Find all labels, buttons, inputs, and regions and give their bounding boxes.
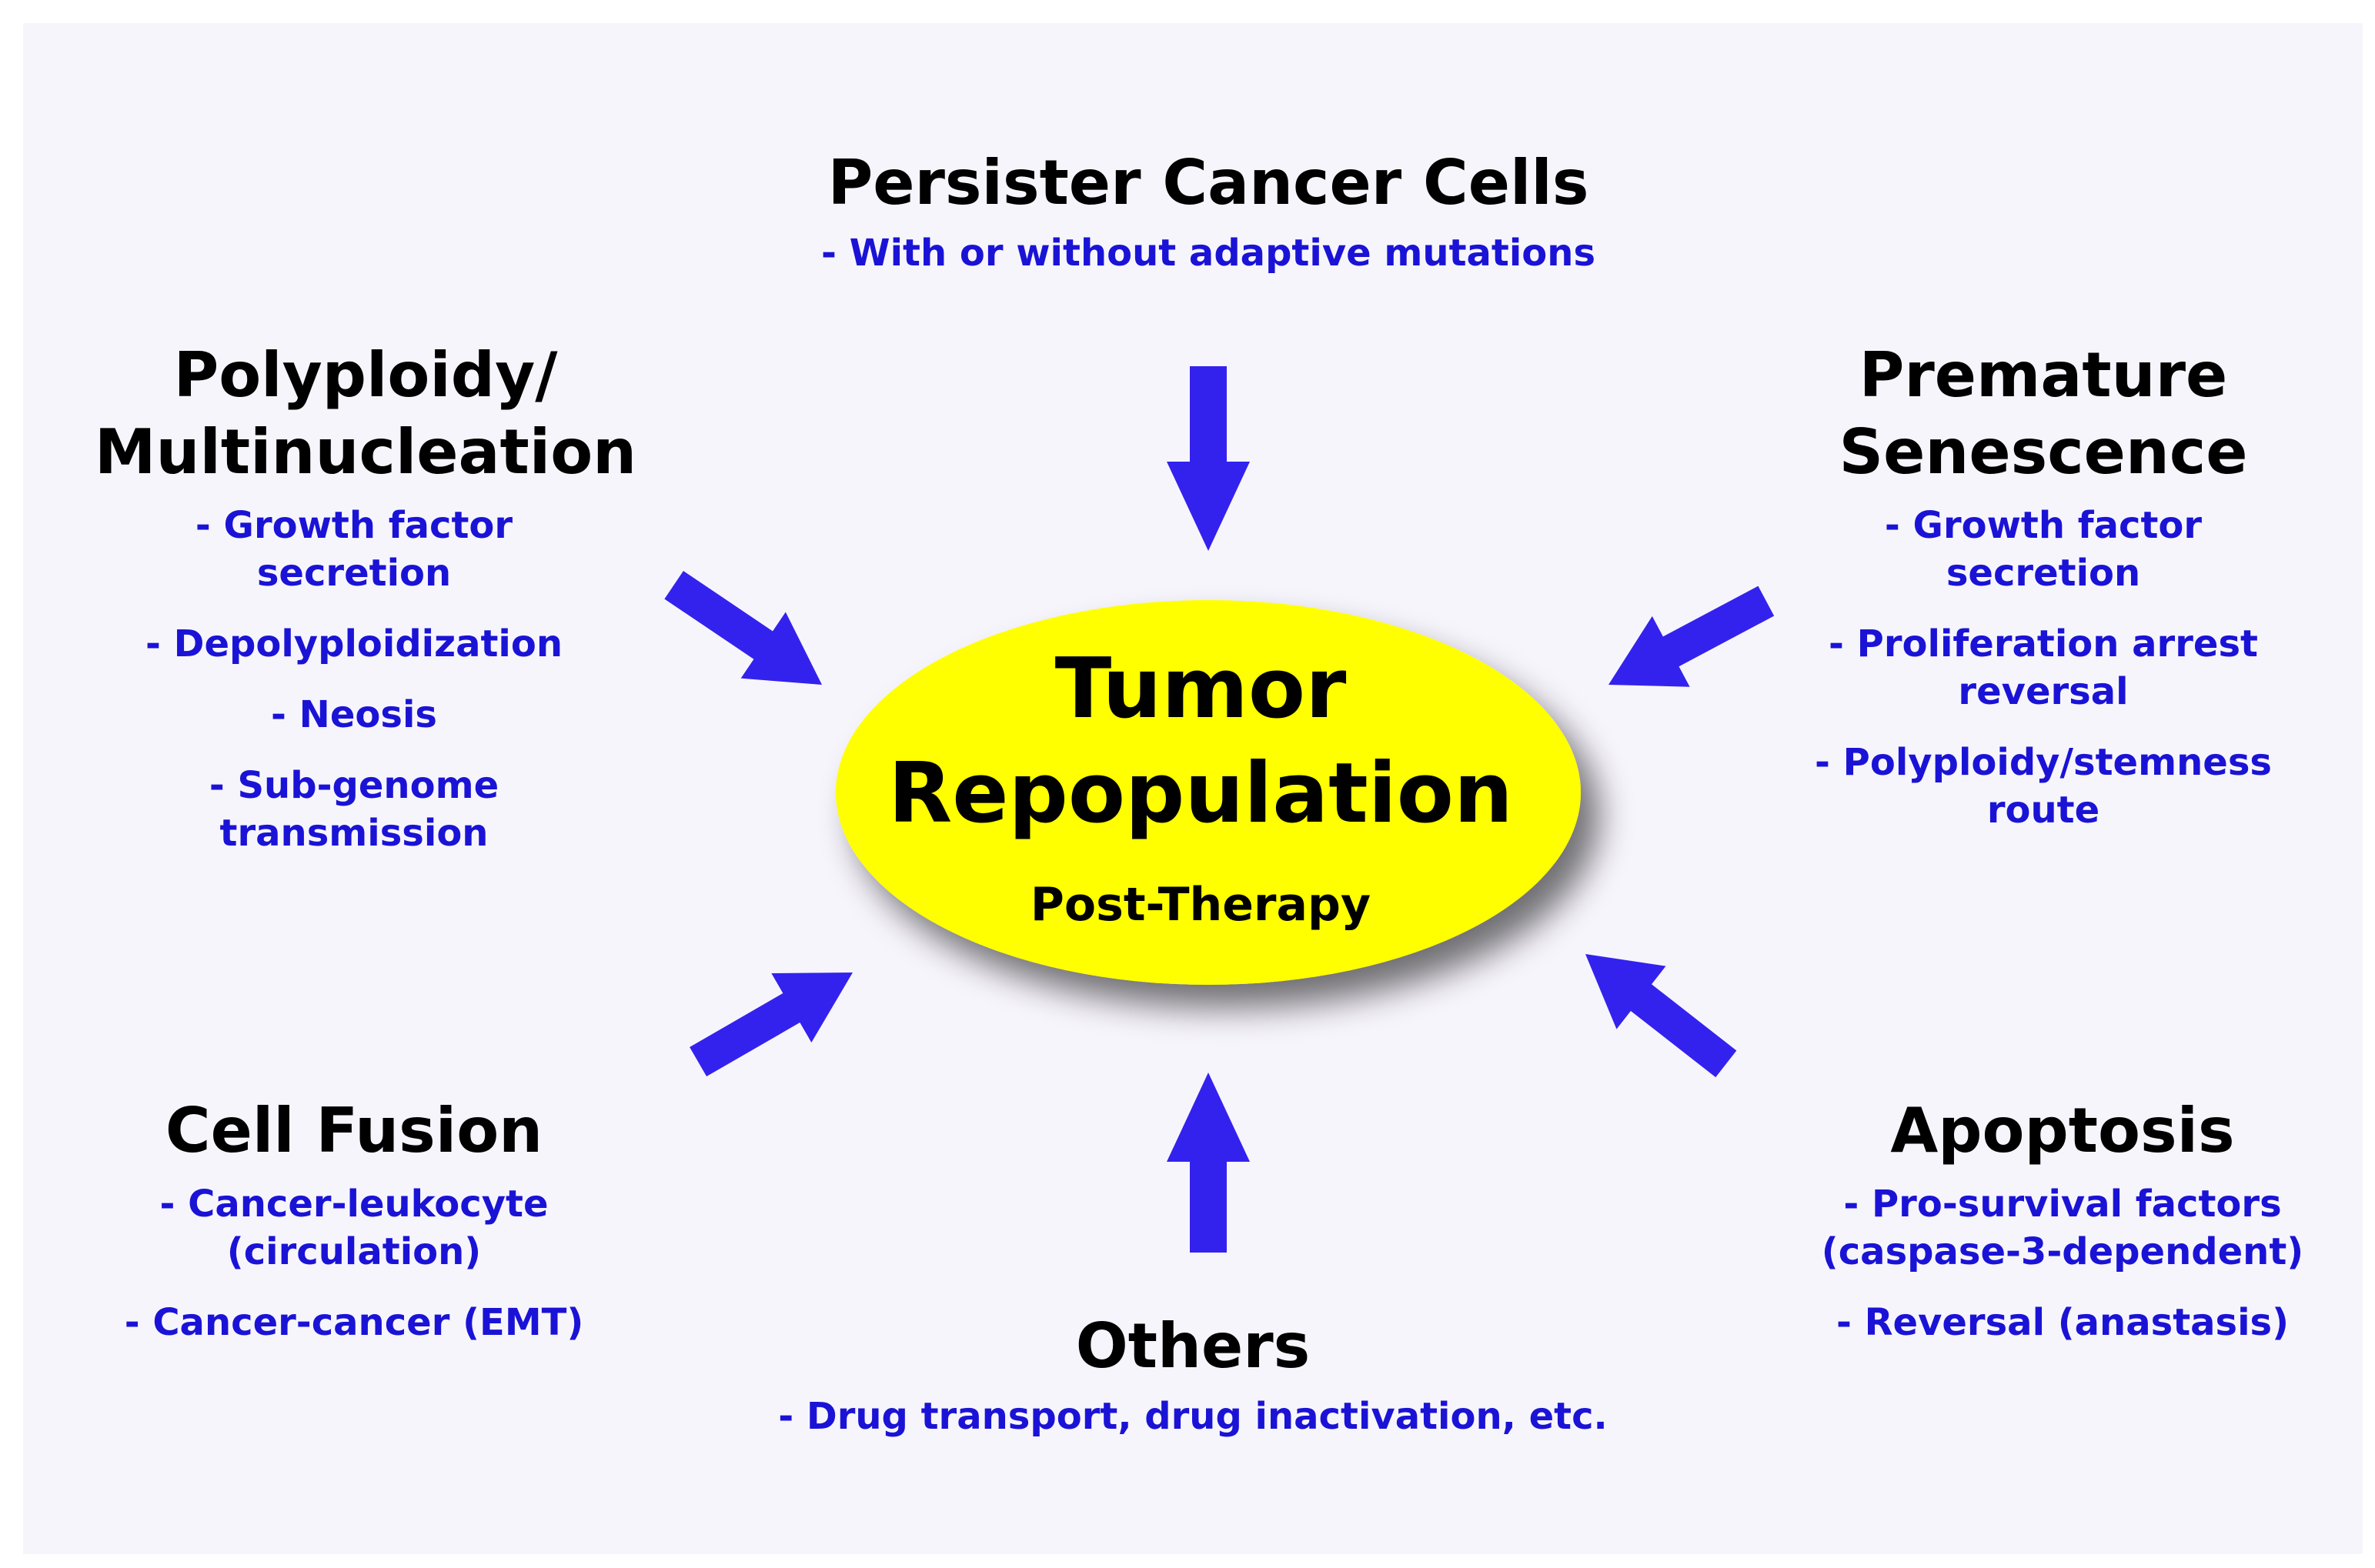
node-polyploidy-item: - Neosis <box>23 691 685 739</box>
item-line: (circulation) <box>226 1230 482 1273</box>
node-persister: Persister Cancer Cells - With or without… <box>747 145 1670 277</box>
node-fusion-item: - Cancer-leukocyte (circulation) <box>62 1180 646 1276</box>
item-line: - Proliferation arrest <box>1829 622 2258 666</box>
item-line: - Polyploidy/stemness <box>1815 741 2272 784</box>
node-senescence: Premature Senescence - Growth factor sec… <box>1739 337 2347 834</box>
node-polyploidy: Polyploidy/ Multinucleation - Growth fac… <box>46 337 685 857</box>
arrow-from-apoptosis <box>1585 954 1737 1078</box>
node-polyploidy-title-line2: Multinucleation <box>94 416 637 488</box>
item-line: route <box>1986 789 2100 832</box>
node-persister-title: Persister Cancer Cells <box>827 147 1589 219</box>
node-apoptosis-title: Apoptosis <box>1890 1095 2235 1166</box>
node-senescence-title-line1: Premature <box>1859 339 2228 411</box>
node-apoptosis: Apoptosis - Pro-survival factors (caspas… <box>1762 1093 2363 1346</box>
arrow-from-persister <box>1167 366 1250 551</box>
node-fusion-item: - Cancer-cancer (EMT) <box>62 1299 646 1346</box>
item-line: transmission <box>219 812 489 855</box>
arrow-from-polyploidy <box>664 571 822 685</box>
node-senescence-title-line2: Senescence <box>1839 416 2248 488</box>
center-subtitle: Post-Therapy <box>1030 878 1371 932</box>
item-line: - Growth factor <box>1884 504 2203 547</box>
item-line: - Depolyploidization <box>145 622 563 666</box>
node-senescence-title: Premature Senescence <box>1739 337 2347 491</box>
arrow-from-senescence <box>1608 585 1775 687</box>
center-title: Tumor Repopulation <box>831 637 1570 846</box>
item-line: - Growth factor <box>195 504 513 547</box>
node-others: Others - Drug transport, drug inactivati… <box>708 1308 1678 1440</box>
item-line: (caspase-3-dependent) <box>1821 1230 2304 1273</box>
item-line: secretion <box>256 552 452 595</box>
node-apoptosis-item: - Pro-survival factors (caspase-3-depend… <box>1762 1180 2363 1276</box>
node-fusion-title: Cell Fusion <box>165 1095 543 1166</box>
arrow-from-fusion <box>690 972 853 1077</box>
node-senescence-item: - Proliferation arrest reversal <box>1739 620 2347 716</box>
node-fusion: Cell Fusion - Cancer-leukocyte (circulat… <box>62 1093 646 1346</box>
node-persister-item: - With or without adaptive mutations <box>820 232 1596 275</box>
node-polyploidy-item: - Depolyploidization <box>23 620 685 668</box>
item-line: - Sub-genome <box>209 764 499 807</box>
item-line: - Cancer-leukocyte <box>159 1183 549 1226</box>
item-line: - Pro-survival factors <box>1843 1183 2282 1226</box>
center-title-line2: Repopulation <box>888 746 1513 842</box>
item-line: reversal <box>1958 670 2129 713</box>
node-polyploidy-title-line1: Polyploidy/ <box>173 339 558 411</box>
item-line: secretion <box>1946 552 2141 595</box>
item-line: - Reversal (anastasis) <box>1836 1301 2290 1344</box>
node-apoptosis-item: - Reversal (anastasis) <box>1762 1299 2363 1346</box>
item-line: - Neosis <box>271 693 437 736</box>
item-line: - Cancer-cancer (EMT) <box>124 1301 584 1344</box>
node-others-title: Others <box>1075 1310 1311 1382</box>
node-senescence-item: - Polyploidy/stemness route <box>1739 739 2347 834</box>
node-polyploidy-item: - Sub-genome transmission <box>23 762 685 857</box>
node-polyploidy-item: - Growth factor secretion <box>23 502 685 597</box>
node-senescence-item: - Growth factor secretion <box>1739 502 2347 597</box>
arrow-from-others <box>1167 1073 1250 1253</box>
center-title-line1: Tumor <box>1054 641 1347 737</box>
node-polyploidy-title: Polyploidy/ Multinucleation <box>46 337 685 491</box>
node-others-item: - Drug transport, drug inactivation, etc… <box>778 1395 1608 1438</box>
center-ellipse <box>836 600 1581 985</box>
